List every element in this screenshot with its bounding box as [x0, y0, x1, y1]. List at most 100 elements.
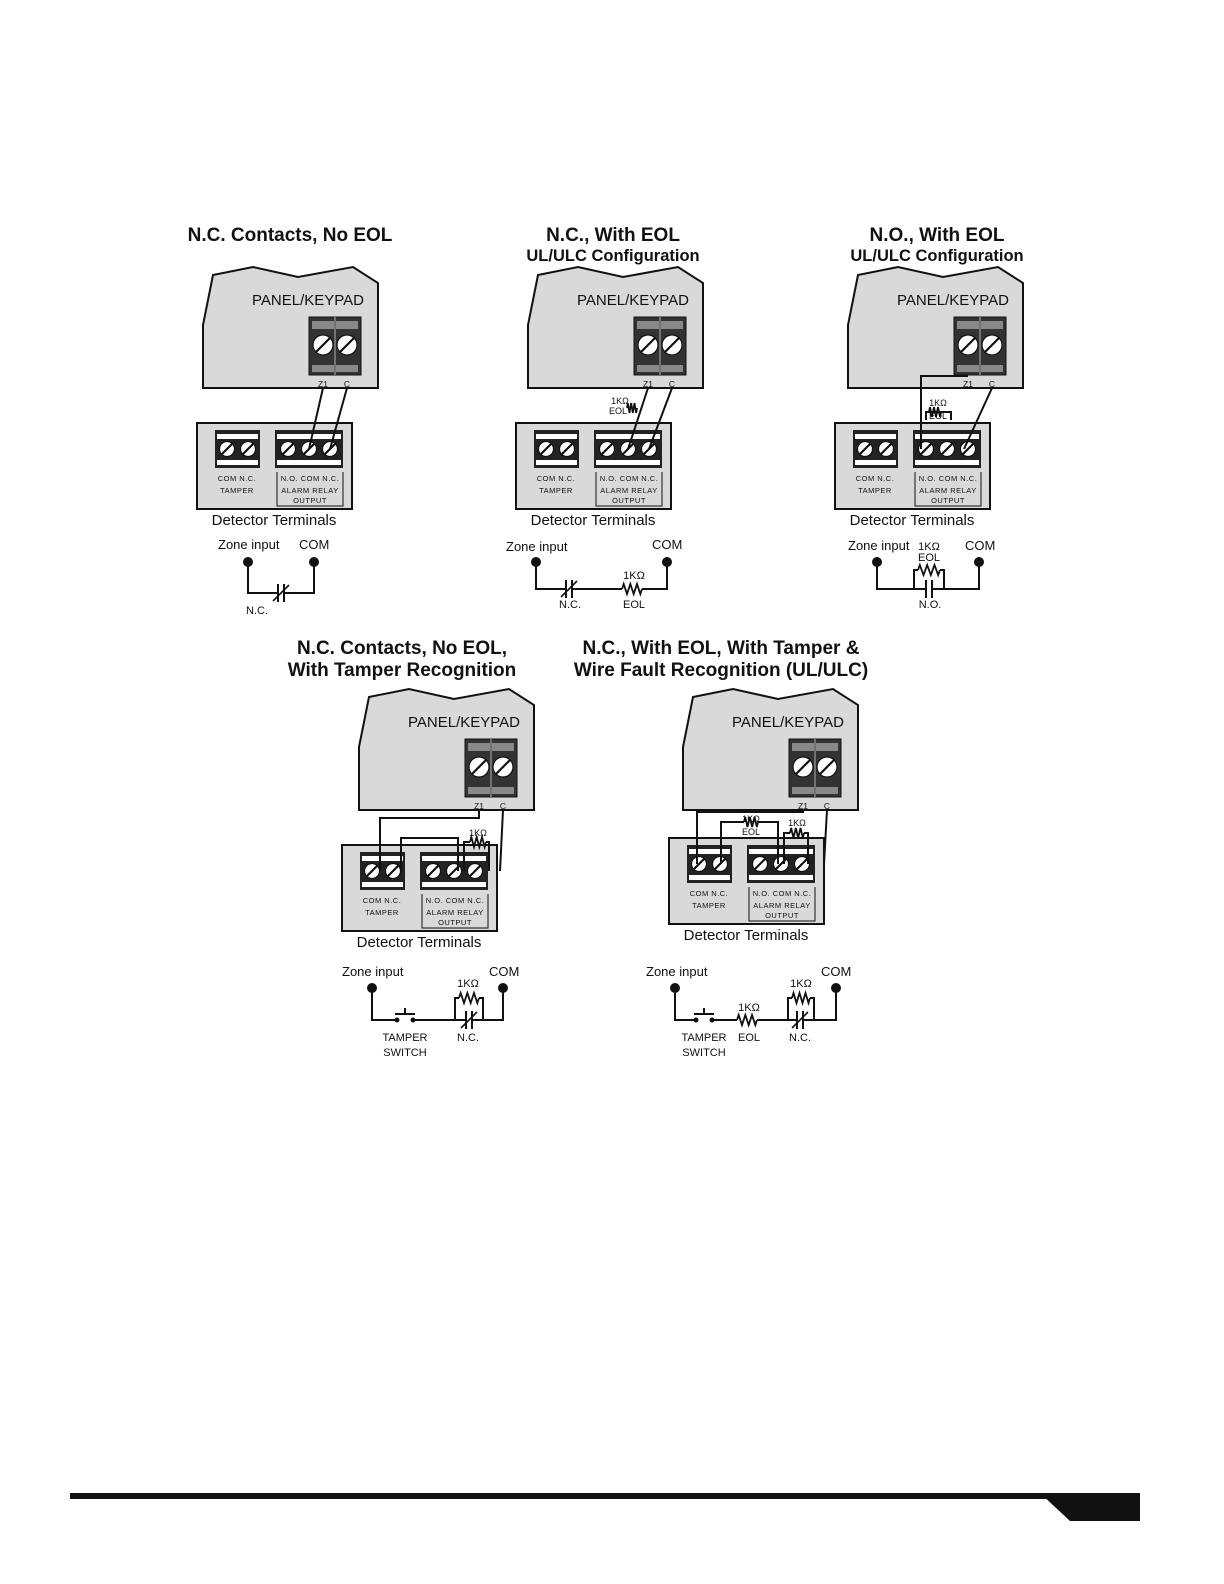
- d5-eol-a: [720, 821, 744, 864]
- diagram-2-title: N.C., With EOL UL/ULC Configuration: [526, 225, 699, 266]
- d3-eol-label: EOL: [929, 411, 947, 421]
- output-label: OUTPUT: [612, 496, 646, 505]
- d5-res-b: [804, 832, 809, 864]
- d3-eol-1k: 1KΩ: [929, 398, 947, 408]
- tamper-screw-com: [856, 440, 874, 458]
- diagram-4-subtitle: With Tamper Recognition: [287, 659, 517, 681]
- panel-label: PANEL/KEYPAD: [732, 714, 844, 731]
- d3-eol-schem: [917, 562, 941, 578]
- detector-terminals-label: Detector Terminals: [212, 512, 337, 529]
- d3-par-b: [940, 569, 945, 589]
- panel-screw-c: [816, 756, 838, 778]
- d1-wire-b: [284, 562, 315, 594]
- d1-wire-c: [329, 387, 348, 450]
- output-label: OUTPUT: [765, 911, 799, 920]
- d5-eol-b: [758, 821, 779, 864]
- d1-zone-input: Zone input: [218, 537, 280, 552]
- relay-screw-nc: [466, 862, 484, 880]
- d2-eol-schem-label: EOL: [623, 599, 645, 611]
- d3-no-contact: [925, 580, 933, 598]
- panel-screw-c: [661, 334, 683, 356]
- relay-screw-no: [751, 855, 769, 873]
- detector-terminals-label: Detector Terminals: [850, 512, 975, 529]
- d4-tamper-switch: [394, 1008, 416, 1023]
- tamper-com-nc-label: COM N.C.: [690, 889, 729, 898]
- d4-par-a: [454, 997, 459, 1020]
- terminal-z1-label: Z1: [963, 379, 973, 389]
- d3-zone-input: Zone input: [848, 538, 910, 553]
- diagram-3-title: N.O., With EOL UL/ULC Configuration: [850, 225, 1023, 266]
- d3-schem-1k: 1KΩ: [918, 541, 940, 553]
- d2-wire-a: [535, 562, 566, 590]
- diagram-4-title: N.C. Contacts, No EOL, With Tamper Recog…: [288, 638, 517, 682]
- d2-wire-c: [648, 387, 673, 450]
- tamper-label: TAMPER: [858, 486, 892, 495]
- terminal-c-label: C: [500, 801, 506, 811]
- d4-wire-a: [371, 988, 397, 1021]
- d5-par-b: [810, 997, 815, 1020]
- d5-eol-label: EOL: [742, 827, 760, 837]
- tamper-screw-nc: [877, 440, 895, 458]
- tamper-screw-com: [363, 862, 381, 880]
- d5-eol-schem: [736, 1012, 758, 1028]
- alarm-relay-label: ALARM RELAY: [753, 901, 810, 910]
- diagram-1-title-text: N.C. Contacts, No EOL: [187, 225, 393, 246]
- d5-nc-label: N.C.: [789, 1032, 811, 1044]
- panel-label: PANEL/KEYPAD: [408, 714, 520, 731]
- d4-schem-1k: 1KΩ: [457, 978, 479, 990]
- panel-screw-z1: [468, 756, 490, 778]
- relay-screw-no: [598, 440, 616, 458]
- d3-par-a: [913, 569, 918, 589]
- panel-screw-c: [492, 756, 514, 778]
- d1-com: COM: [299, 537, 329, 552]
- tamper-screw-nc: [384, 862, 402, 880]
- d3-com: COM: [965, 538, 995, 553]
- d2-eol-1k: 1KΩ: [611, 396, 629, 406]
- alarm-relay-label: ALARM RELAY: [281, 486, 338, 495]
- detector-terminals-label: Detector Terminals: [357, 934, 482, 951]
- d5-zone-input: Zone input: [646, 964, 708, 979]
- d4-com: COM: [489, 964, 519, 979]
- panel-screw-c: [981, 334, 1003, 356]
- d3-wire-a: [876, 562, 914, 590]
- d4-nc-label: N.C.: [457, 1032, 479, 1044]
- d5-com: COM: [821, 964, 851, 979]
- d3-schem-eol: EOL: [918, 552, 940, 564]
- d3-wire-z1: [920, 375, 968, 449]
- d4-wire-jumper: [400, 837, 459, 871]
- terminal-z1-label: Z1: [798, 801, 808, 811]
- diagram-5-title: N.C., With EOL, With Tamper & Wire Fault…: [574, 638, 868, 682]
- terminal-z1-label: Z1: [643, 379, 653, 389]
- tamper-label: TAMPER: [692, 901, 726, 910]
- terminal-z1-label: Z1: [318, 379, 328, 389]
- d2-wire-z1: [627, 387, 649, 450]
- relay-screw-com: [772, 855, 790, 873]
- tamper-label: TAMPER: [539, 486, 573, 495]
- d4-res-b: [486, 841, 490, 871]
- tamper-screw-com: [690, 855, 708, 873]
- d4-par-b: [479, 997, 484, 1020]
- d2-eol-resistor: [626, 402, 638, 414]
- d5-schem-1k: 1KΩ: [790, 978, 812, 990]
- panel-screw-z1: [792, 756, 814, 778]
- panel-screw-z1: [637, 334, 659, 356]
- d4-tamper-1: TAMPER: [382, 1032, 427, 1044]
- d5-tamper-1: TAMPER: [681, 1032, 726, 1044]
- panel-label: PANEL/KEYPAD: [252, 292, 364, 309]
- panel-screw-z1: [312, 334, 334, 356]
- d5-res-a: [783, 832, 790, 864]
- d3-eol-resistor: [928, 406, 942, 418]
- relay-no-com-nc-label: N.O. COM N.C.: [753, 889, 812, 898]
- relay-screw-no: [424, 862, 442, 880]
- relay-screw-nc: [793, 855, 811, 873]
- panel-screw-z1: [957, 334, 979, 356]
- terminal-c-label: C: [669, 379, 675, 389]
